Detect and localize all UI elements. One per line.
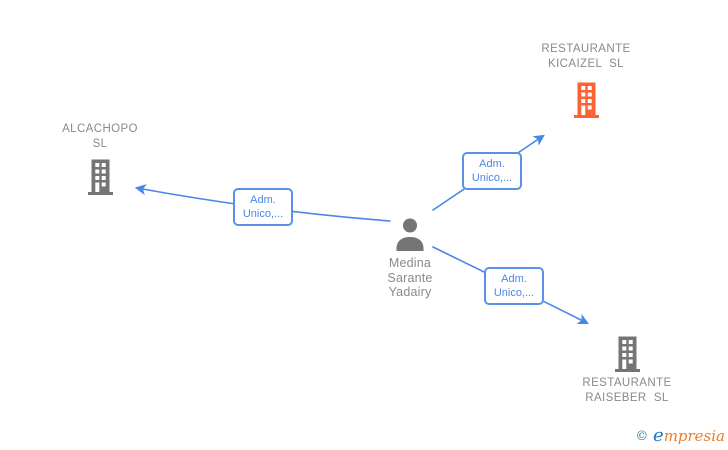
node-person-medina[interactable]: Medina Sarante Yadairy: [340, 218, 480, 300]
brand-text: mpresia: [663, 427, 725, 445]
empresia-logo[interactable]: © empresia: [635, 425, 725, 446]
person-name: Medina Sarante Yadairy: [387, 256, 433, 299]
edge-label-adm-unico[interactable]: Adm. Unico,...: [484, 267, 544, 305]
edge-label-line: Unico,...: [493, 287, 535, 299]
edge-label-adm-unico[interactable]: Adm. Unico,...: [462, 152, 522, 190]
edge-label-line: Unico,...: [242, 208, 284, 220]
copyright-symbol: ©: [635, 429, 649, 444]
edge-label-adm-unico[interactable]: Adm. Unico,...: [233, 188, 293, 226]
edge-label-line: Adm.: [479, 158, 505, 170]
edge-label-line: Adm.: [250, 194, 276, 206]
company-name: ALCACHOPO SL: [62, 123, 138, 150]
building-icon: [87, 159, 113, 195]
company-name: RESTAURANTE RAISEBER SL: [582, 377, 672, 404]
node-company-kicaizel[interactable]: RESTAURANTE KICAIZEL SL: [516, 42, 656, 118]
edge-label-line: Unico,...: [471, 172, 513, 184]
building-icon: [573, 82, 599, 118]
node-company-raiseber[interactable]: RESTAURANTE RAISEBER SL: [557, 336, 697, 406]
brand-initial: e: [653, 425, 664, 446]
building-icon: [614, 336, 640, 372]
node-company-alcachopo[interactable]: ALCACHOPO SL: [30, 122, 170, 195]
person-icon: [396, 218, 424, 251]
edge-label-line: Adm.: [501, 273, 527, 285]
company-name: RESTAURANTE KICAIZEL SL: [541, 43, 631, 70]
